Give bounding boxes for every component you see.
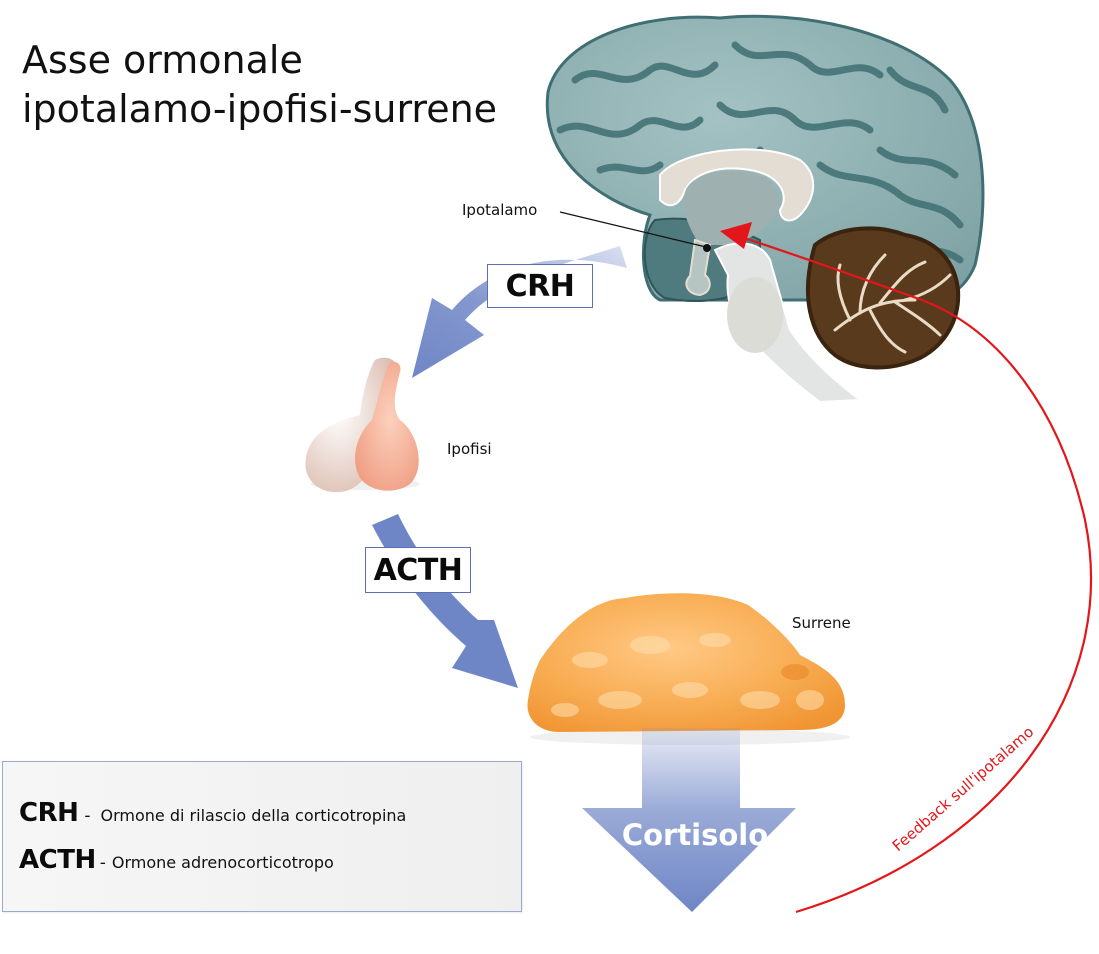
pituitary-stalk [685, 238, 712, 297]
legend-item-crh: CRH - Ormone di rilascio della corticotr… [19, 798, 406, 828]
crh-label: CRH [505, 268, 575, 304]
label-hypothalamus: Ipotalamo [462, 201, 538, 219]
feedback-curve [734, 233, 1093, 914]
pons [727, 277, 783, 353]
thalamus [683, 170, 779, 245]
brain-illustration [545, 14, 985, 404]
feedback-arrowhead [720, 222, 752, 249]
acth-arrow [372, 514, 518, 688]
diagram-title: Asse ormonale ipotalamo-ipofisi-surrene [22, 36, 497, 134]
crh-arrow [412, 246, 627, 378]
legend-separator: - [99, 853, 106, 873]
legend-separator: - [84, 806, 91, 826]
legend-abbr: CRH [19, 798, 79, 828]
label-adrenal: Surrene [792, 614, 851, 632]
corpus-callosum [659, 148, 815, 222]
title-line-1: Asse ormonale [22, 38, 303, 82]
legend-description: Ormone adrenocorticotropo [111, 853, 334, 872]
legend-abbr: ACTH [19, 845, 96, 875]
adrenal-gland [527, 593, 850, 745]
arbor-vitae [833, 253, 952, 354]
pituitary-gland [305, 357, 420, 493]
legend-item-acth: ACTH - Ormone adrenocorticotropo [19, 845, 334, 875]
feedback-label: Feedback sull'ipotalamo [889, 723, 1037, 855]
legend-box: CRH - Ormone di rilascio della corticotr… [2, 761, 522, 912]
hypothalamus-dot [703, 244, 711, 252]
cortisol-arrow [582, 728, 796, 912]
title-line-2: ipotalamo-ipofisi-surrene [22, 87, 498, 131]
acth-label: ACTH [373, 552, 463, 588]
acth-label-box: ACTH [365, 547, 471, 593]
label-pituitary: Ipofisi [447, 440, 492, 458]
crh-label-box: CRH [487, 264, 593, 308]
hypothalamus-leader-line [559, 211, 707, 248]
legend-description: Ormone di rilascio della corticotropina [100, 806, 407, 825]
cortisol-label: Cortisolo [622, 818, 768, 852]
